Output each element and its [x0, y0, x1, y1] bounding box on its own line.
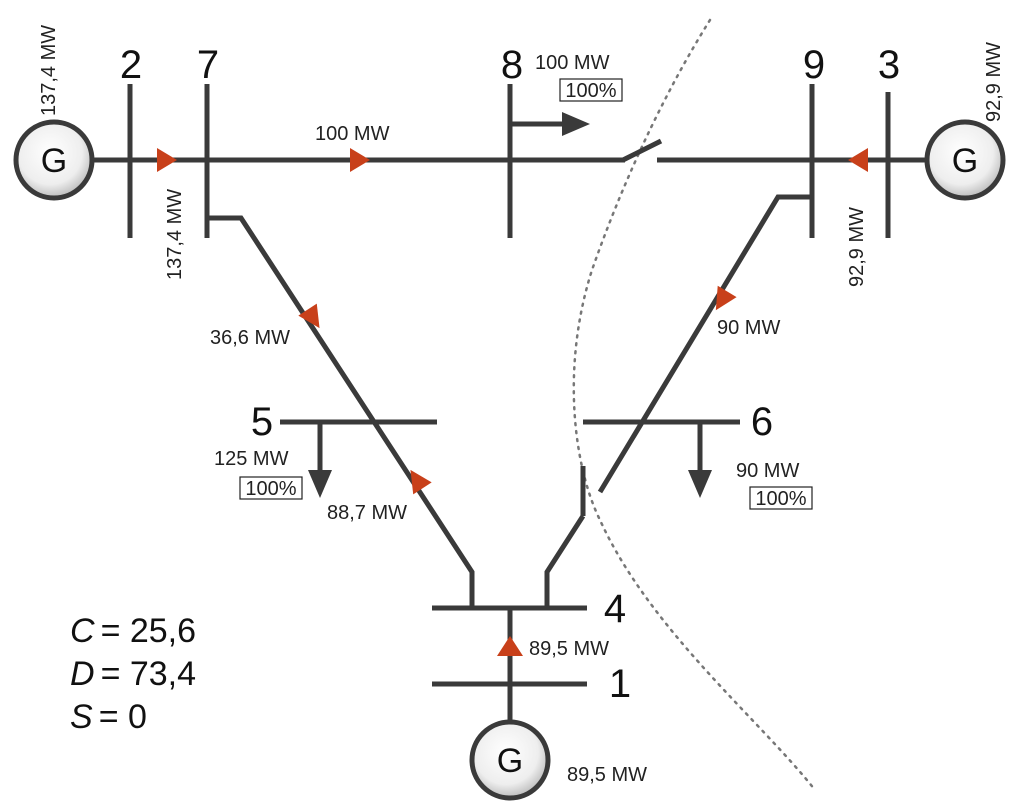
open-breaker-8-9[interactable] — [621, 138, 663, 163]
bus5-load-pct-box — [239, 476, 303, 500]
metric-s-value: = 0 — [99, 698, 147, 736]
flow-arrow-1-4 — [497, 636, 523, 656]
flow-arrow-2-7 — [157, 148, 177, 172]
line-3-9-flow-label: 92,9 MW — [846, 207, 868, 287]
line-9-6-flow-label: 90 MW — [717, 317, 780, 339]
line-9-6 — [597, 194, 812, 494]
bus-3-label: 3 — [878, 43, 900, 87]
flow-arrow-7-8 — [350, 148, 370, 172]
bus-7-label: 7 — [197, 43, 219, 87]
flow-arrow-4-5 — [410, 469, 432, 495]
line-4-5-flow-label: 88,7 MW — [327, 502, 407, 524]
bus8-load-pct: 100% — [565, 80, 616, 102]
bus-8-label: 8 — [501, 43, 523, 87]
flow-arrow-9-6 — [715, 285, 737, 311]
generator-bus2[interactable]: G — [13, 119, 95, 201]
generator-bus1[interactable]: G — [469, 719, 551, 801]
line-7-5-4 — [207, 215, 475, 608]
load-bus6 — [688, 422, 712, 498]
generator-bus2-symbol: G — [41, 142, 67, 180]
load-bus8 — [510, 112, 590, 136]
bus-4-label: 4 — [604, 587, 626, 631]
bus-2-label: 2 — [120, 43, 142, 87]
load-bus5 — [308, 422, 332, 498]
metric-d-value: = 73,4 — [101, 655, 196, 693]
gen2-output-label: 137,4 MW — [38, 25, 60, 116]
gen3-output-label: 92,9 MW — [983, 42, 1005, 122]
generator-bus1-symbol: G — [497, 742, 523, 780]
metric-d-symbol: D — [70, 655, 95, 693]
bus6-load-pct-box — [749, 486, 813, 510]
bus8-load-pct-box — [559, 78, 623, 102]
bus5-load-label: 125 MW — [214, 448, 289, 470]
metric-c-value: = 25,6 — [101, 612, 196, 650]
metric-s: S= 0 — [70, 698, 147, 736]
bus-6-label: 6 — [751, 400, 773, 444]
bus-5-label: 5 — [251, 400, 273, 444]
generator-bus3-symbol: G — [952, 142, 978, 180]
metric-s-symbol: S — [70, 698, 93, 736]
bus-1-label: 1 — [609, 662, 631, 706]
line-7-5-flow-label: 36,6 MW — [210, 327, 290, 349]
generator-bus3[interactable]: G — [924, 119, 1006, 201]
flow-arrow-7-5 — [298, 303, 320, 329]
bus6-load-label: 90 MW — [736, 460, 799, 482]
bus-9-label: 9 — [803, 43, 825, 87]
line-7-8-flow-label: 100 MW — [315, 123, 390, 145]
line-2-7-flow-label: 137,4 MW — [164, 189, 186, 280]
metric-c: C= 25,6 — [70, 612, 196, 650]
line-6-4 — [544, 514, 586, 608]
bus6-load-pct: 100% — [755, 488, 806, 510]
metric-d: D= 73,4 — [70, 655, 196, 693]
bus8-load-label: 100 MW — [535, 52, 610, 74]
partition-cut-line — [572, 18, 817, 792]
metric-c-symbol: C — [70, 612, 95, 650]
gen1-output-label: 89,5 MW — [567, 764, 647, 786]
line-1-4-flow-label: 89,5 MW — [529, 638, 609, 660]
flow-arrow-3-9 — [848, 148, 868, 172]
bus5-load-pct: 100% — [245, 478, 296, 500]
